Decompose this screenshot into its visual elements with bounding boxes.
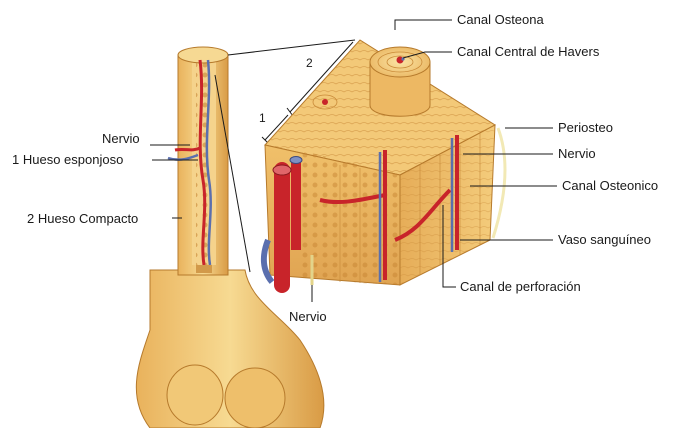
label-nervio-left: Nervio	[102, 131, 140, 146]
label-canal-central-havers: Canal Central de Havers	[457, 44, 599, 59]
label-hueso-compacto: 2 Hueso Compacto	[27, 211, 138, 226]
label-periosteo: Periosteo	[558, 120, 613, 135]
label-hueso-esponjoso: 1 Hueso esponjoso	[12, 152, 123, 167]
label-canal-osteona: Canal Osteona	[457, 12, 544, 27]
label-vaso-sanguineo: Vaso sanguíneo	[558, 232, 651, 247]
marker-one: 1	[259, 111, 266, 125]
label-nervio-bottom: Nervio	[289, 309, 327, 324]
marker-two: 2	[306, 56, 313, 70]
label-canal-perforacion: Canal de perforación	[460, 279, 581, 294]
label-nervio-right: Nervio	[558, 146, 596, 161]
label-canal-osteonico: Canal Osteonico	[562, 178, 658, 193]
bone-tissue-block	[264, 40, 505, 285]
